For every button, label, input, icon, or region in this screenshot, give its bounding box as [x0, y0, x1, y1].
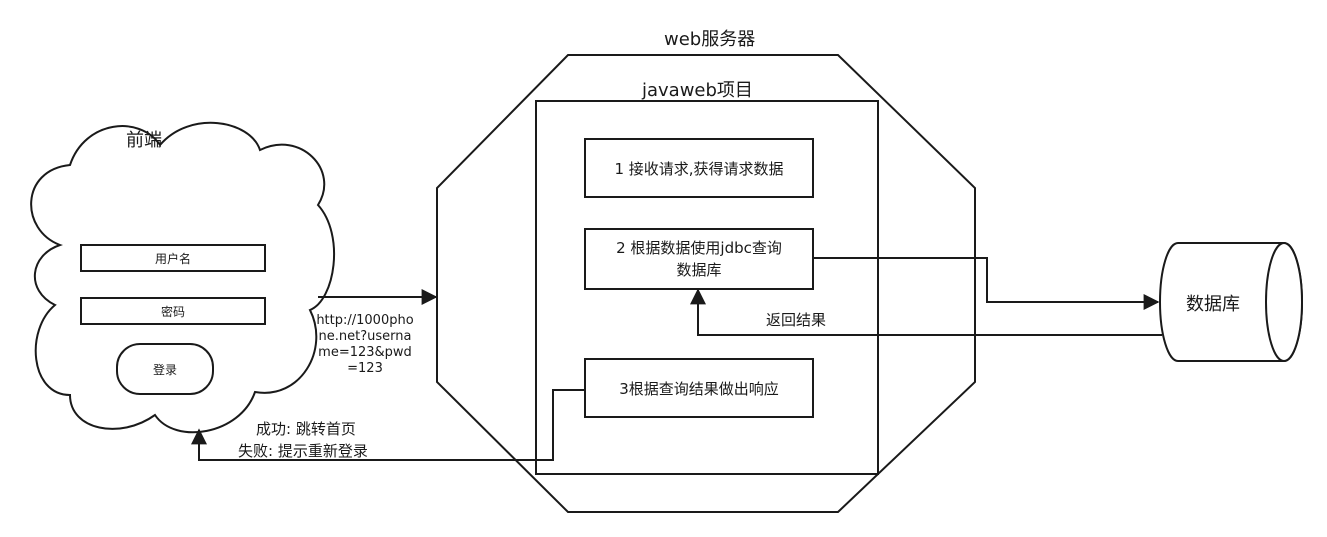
return-arrow — [690, 288, 1162, 336]
javaweb-project-title: javaweb项目 — [642, 80, 753, 101]
step-1-box: 1 接收请求,获得请求数据 — [584, 138, 814, 198]
password-field[interactable]: 密码 — [80, 297, 266, 325]
web-server-title: web服务器 — [664, 29, 756, 50]
step-3-box: 3根据查询结果做出响应 — [584, 358, 814, 418]
request-url-label: http://1000phone.net?username=123&pwd=12… — [316, 313, 414, 376]
step-1-label: 1 接收请求,获得请求数据 — [614, 159, 784, 178]
response-arrow — [191, 389, 585, 461]
return-result-label: 返回结果 — [766, 311, 827, 329]
response-failure-label: 失败: 提示重新登录 — [238, 442, 368, 460]
database-cylinder — [1159, 242, 1303, 362]
step-2-box: 2 根据数据使用jdbc查询 数据库 — [584, 228, 814, 290]
password-field-label: 密码 — [160, 304, 185, 319]
login-button[interactable]: 登录 — [116, 343, 214, 395]
login-button-label: 登录 — [152, 362, 177, 377]
query-arrow — [811, 257, 1160, 310]
frontend-cloud — [30, 121, 336, 434]
step-2-label-line1: 2 根据数据使用jdbc查询 — [616, 239, 782, 257]
response-success-label: 成功: 跳转首页 — [256, 420, 356, 438]
username-field-label: 用户名 — [154, 251, 191, 266]
username-field[interactable]: 用户名 — [80, 244, 266, 272]
frontend-title: 前端 — [126, 130, 162, 151]
database-label: 数据库 — [1186, 294, 1240, 315]
step-3-label: 3根据查询结果做出响应 — [619, 379, 779, 398]
step-2-label-line2: 数据库 — [676, 261, 722, 279]
